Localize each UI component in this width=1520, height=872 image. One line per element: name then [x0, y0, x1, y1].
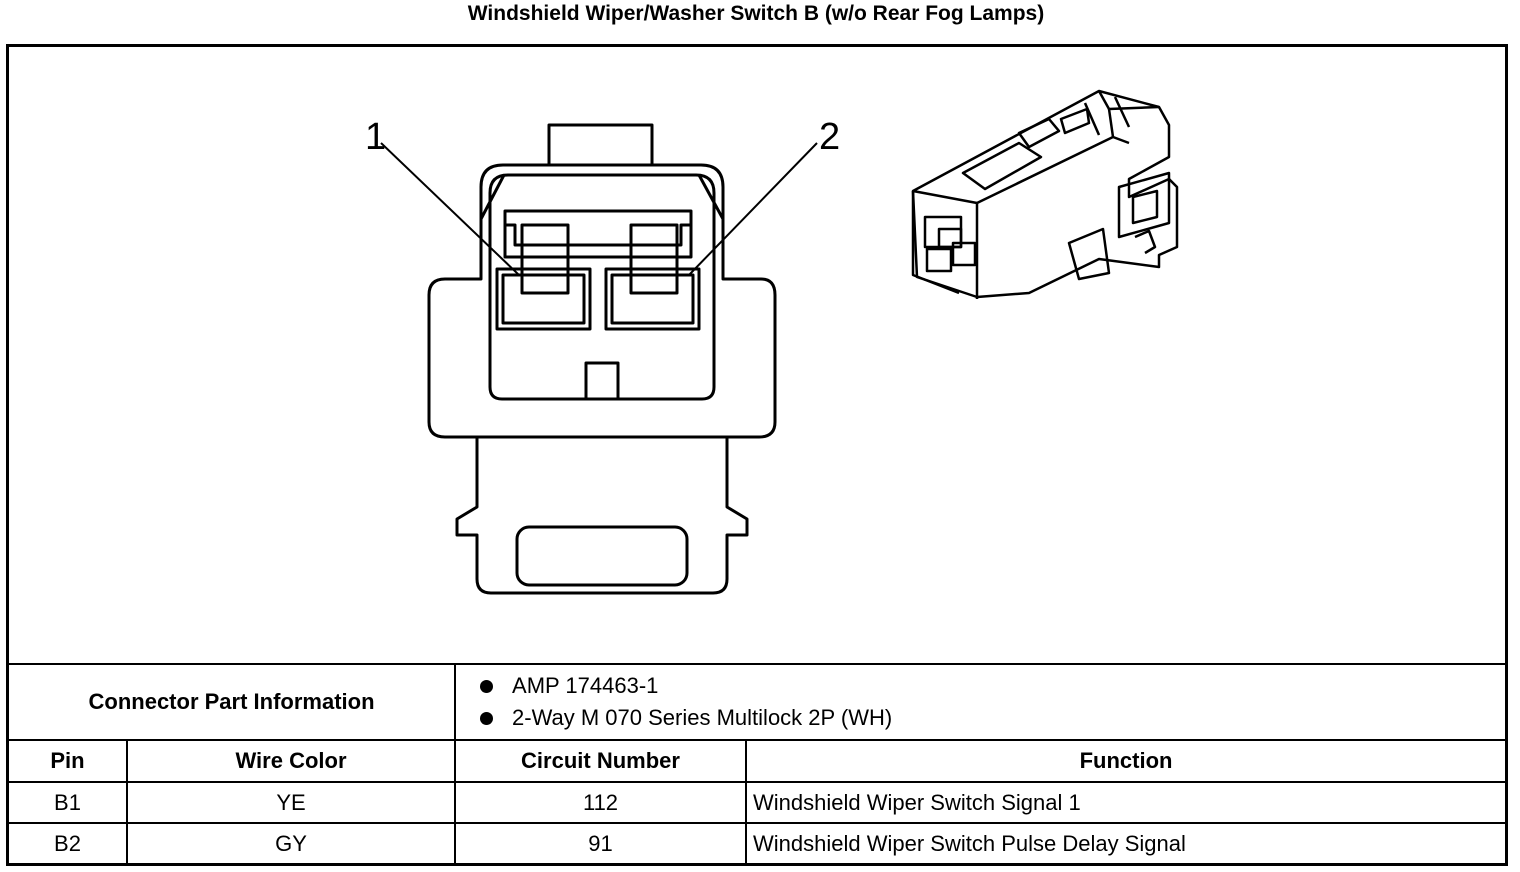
connector-drawing: 1 2: [365, 89, 1179, 595]
table-row: B2 GY 91 Windshield Wiper Switch Pulse D…: [9, 822, 1506, 864]
wire-color-cell: YE: [125, 781, 457, 824]
header-circuit-number: Circuit Number: [454, 739, 748, 783]
header-pin: Pin: [9, 739, 128, 783]
connector-face-view: [427, 123, 777, 595]
connector-part-label: Connector Part Information: [9, 663, 457, 741]
function-cell: Windshield Wiper Switch Pulse Delay Sign…: [745, 822, 1506, 864]
diagram-title: Windshield Wiper/Washer Switch B (w/o Re…: [467, 2, 1045, 25]
part-number-item: AMP 174463-1: [480, 670, 1505, 702]
header-wire-color: Wire Color: [125, 739, 457, 783]
pin-2-callout: 2: [819, 116, 840, 158]
diagram-frame: 1 2 Connector Part Information AMP 17446…: [6, 44, 1508, 866]
table-row: B1 YE 112 Windshield Wiper Switch Signal…: [9, 781, 1506, 824]
connector-part-details: AMP 174463-1 2-Way M 070 Series Multiloc…: [454, 663, 1506, 741]
connector-iso-view: [911, 89, 1179, 299]
function-cell: Windshield Wiper Switch Signal 1: [745, 781, 1506, 824]
connector-part-row: Connector Part Information AMP 174463-1 …: [9, 663, 1506, 741]
table-header-row: Pin Wire Color Circuit Number Function: [9, 739, 1506, 783]
pin-cell: B2: [9, 822, 128, 864]
part-description-item: 2-Way M 070 Series Multilock 2P (WH): [480, 702, 1505, 734]
connector-table: Connector Part Information AMP 174463-1 …: [9, 663, 1506, 864]
circuit-number-cell: 112: [454, 781, 748, 824]
wire-color-cell: GY: [125, 822, 457, 864]
header-function: Function: [745, 739, 1506, 783]
pin-cell: B1: [9, 781, 128, 824]
circuit-number-cell: 91: [454, 822, 748, 864]
pin-1-callout: 1: [365, 116, 386, 158]
